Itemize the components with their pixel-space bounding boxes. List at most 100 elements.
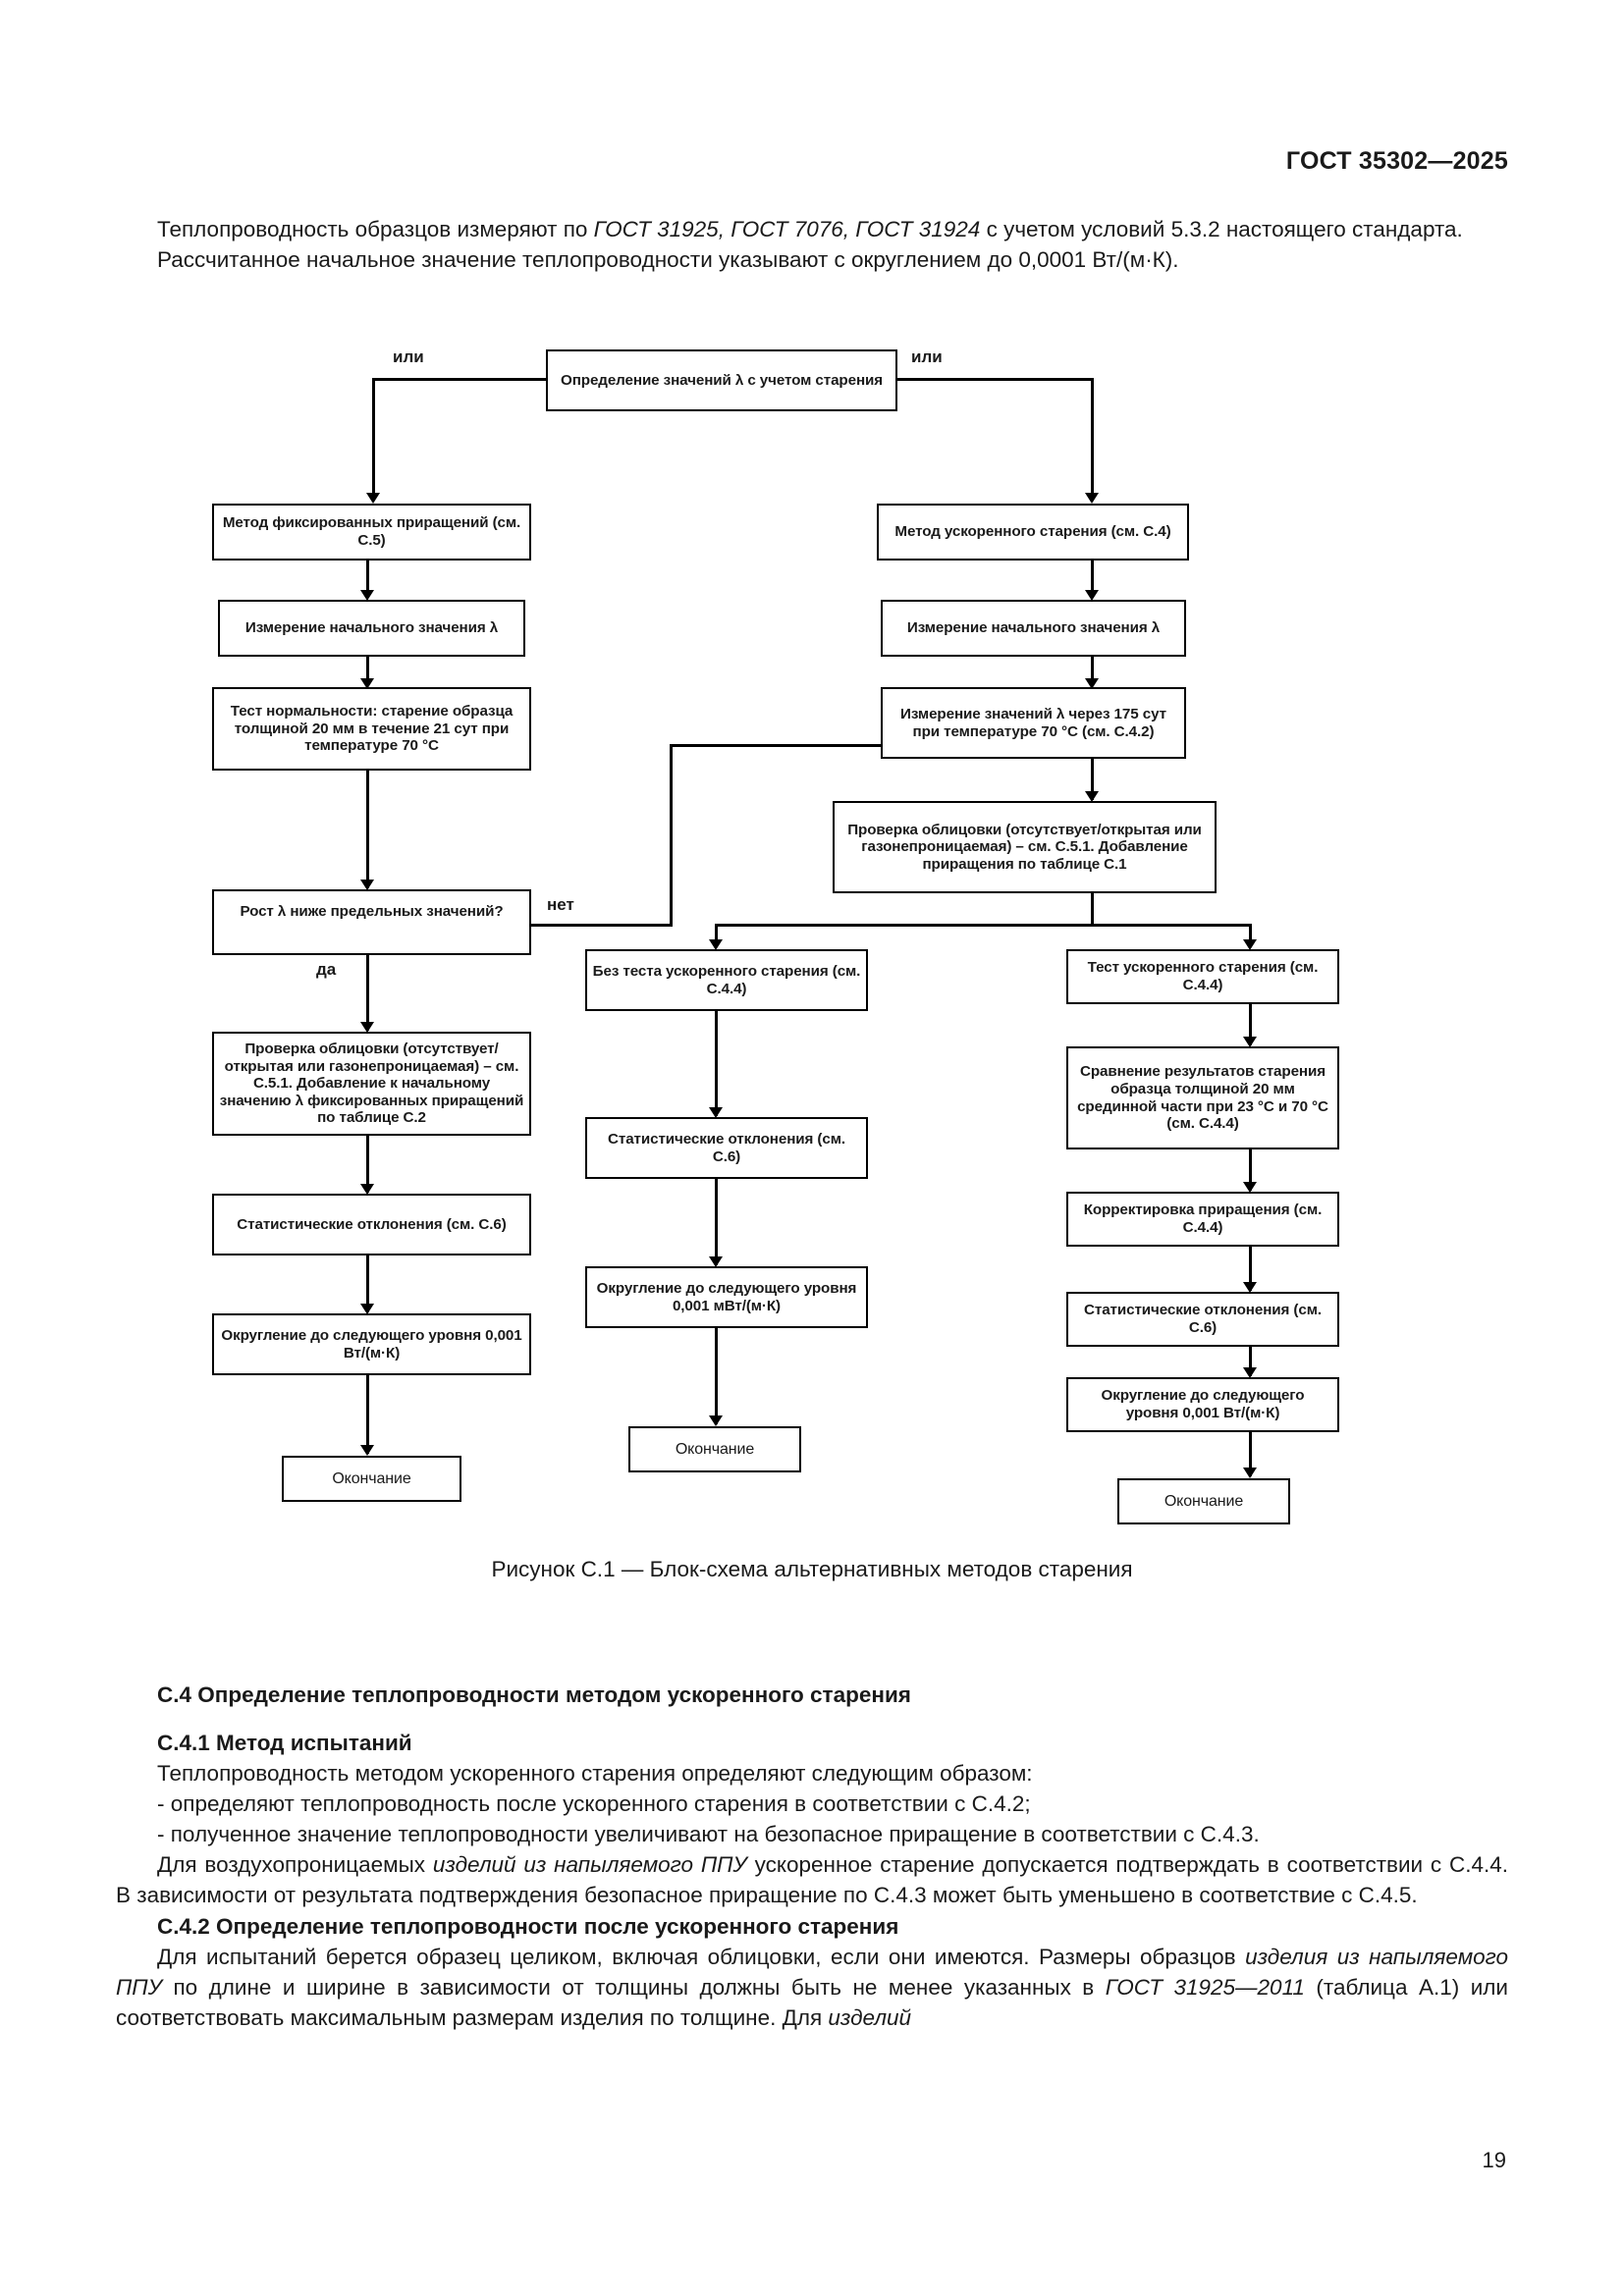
- c42-p-part-b: по длине и ширине в зависимости от толщи…: [162, 1975, 1106, 2000]
- flow-node-left-2: Измерение начального значения λ: [218, 600, 525, 657]
- arrowhead-l3-l4: [360, 880, 374, 890]
- section-c41-bullet-1: - определяют теплопроводность после уско…: [157, 1791, 1031, 1816]
- flow-node-right-2: Измерение начального значения λ: [881, 600, 1186, 657]
- flow-node-mid-end: Окончание: [628, 1426, 801, 1472]
- arrowhead-start-left: [366, 493, 380, 504]
- connector-l6-l7: [366, 1255, 369, 1312]
- arrowhead-l7-l8: [360, 1445, 374, 1456]
- page-number: 19: [1482, 2148, 1506, 2172]
- flow-node-left-7: Округление до следующего уровня 0,001 Вт…: [212, 1313, 531, 1375]
- arrowhead-l2-l3: [360, 678, 374, 689]
- arrowhead-start-right: [1085, 493, 1099, 504]
- arrowhead-r1-r2: [1085, 590, 1099, 601]
- flow-label-no: нет: [547, 895, 574, 914]
- c42-p-part-c: (таблица А.1) или соответствовать максим…: [116, 1975, 1508, 2030]
- flow-node-rr-1: Тест ускоренного старения (см. С.4.4): [1066, 949, 1339, 1004]
- connector-rr5-rr6: [1249, 1432, 1252, 1476]
- connector-m3-m4: [715, 1328, 718, 1424]
- section-c42-title: С.4.2 Определение теплопроводности после…: [157, 1914, 899, 1939]
- c42-p-italic-1: изделия из напыляемого ППУ: [116, 1945, 1508, 2000]
- intro-p1-part-b: с учетом условий 5.3.2 настоящего станда…: [980, 217, 1463, 241]
- c41-p-italic: изделий из напыляемого ППУ: [432, 1852, 747, 1877]
- connector-rr3-rr4: [1249, 1247, 1252, 1291]
- flow-node-rr-3: Корректировка приращения (см. С.4.4): [1066, 1192, 1339, 1247]
- arrowhead-rr3-rr4: [1243, 1282, 1257, 1293]
- flow-node-left-1: Метод фиксированных приращений (см. С.5): [212, 504, 531, 561]
- arrowhead-l6-l7: [360, 1304, 374, 1314]
- connector-start-right-v: [1091, 378, 1094, 501]
- connector-r1-r2: [1091, 561, 1094, 598]
- connector-l5-l6: [366, 1136, 369, 1193]
- flow-node-left-6: Статистические отклонения (см. С.6): [212, 1194, 531, 1255]
- flow-node-start: Определение значений λ с учетом старения: [546, 349, 897, 411]
- arrowhead-r2-r3: [1085, 678, 1099, 689]
- figure-caption: Рисунок С.1 — Блок-схема альтернативных …: [491, 1557, 1133, 1581]
- flow-node-rr-2: Сравнение результатов старения образца т…: [1066, 1046, 1339, 1149]
- arrowhead-m1-m2: [709, 1107, 723, 1118]
- flow-label-yes: да: [316, 960, 337, 979]
- intro-p1-part-a: Теплопроводность образцов измеряют по: [157, 217, 594, 241]
- flow-label-or-left: или: [393, 347, 424, 366]
- connector-rr4-rr5: [1249, 1347, 1252, 1376]
- arrowhead-r3-r4: [1085, 791, 1099, 802]
- connector-m2-m3: [715, 1179, 718, 1265]
- c42-p-italic-3: изделий: [828, 2005, 912, 2030]
- connector-l4-l5: [366, 955, 369, 1031]
- connector-l3-l4: [366, 771, 369, 888]
- c42-p-part-a: Для испытаний берется образец целиком, в…: [157, 1945, 1246, 1969]
- flow-node-right-3: Измерение значений λ через 175 сут при т…: [881, 687, 1186, 759]
- flow-node-right-1: Метод ускоренного старения (см. С.4): [877, 504, 1189, 561]
- flow-node-mid-1: Без теста ускоренного старения (см. С.4.…: [585, 949, 868, 1011]
- connector-start-right-h: [895, 378, 1094, 381]
- connector-start-left-h: [372, 378, 548, 381]
- flow-node-mid-2: Статистические отклонения (см. С.6): [585, 1117, 868, 1179]
- section-c42-paragraph: Для испытаний берется образец целиком, в…: [116, 1942, 1508, 2033]
- section-c4: С.4 Определение теплопроводности методом…: [116, 1680, 1508, 1710]
- arrowhead-split-mid: [709, 939, 723, 950]
- arrowhead-m3-m4: [709, 1415, 723, 1426]
- connector-r2-r3: [1091, 657, 1094, 686]
- flow-node-right-4: Проверка облицовки (отсутствует/открытая…: [833, 801, 1217, 893]
- c41-p-part-b: ускоренное старение допускается подтверж…: [116, 1852, 1509, 1907]
- arrowhead-l4-l5: [360, 1022, 374, 1033]
- connector-no-v: [670, 744, 673, 926]
- connector-no-h1: [531, 924, 673, 927]
- flow-node-left-5: Проверка облицовки (отсутствует/открытая…: [212, 1032, 531, 1136]
- intro-paragraph-2: Рассчитанное начальное значение теплопро…: [157, 247, 1179, 272]
- c42-p-italic-2: ГОСТ 31925—2011: [1105, 1975, 1305, 2000]
- flow-node-rr-5: Округление до следующего уровня 0,001 Вт…: [1066, 1377, 1339, 1432]
- connector-no-h2: [670, 744, 896, 747]
- c41-p-part-a: Для воздухопроницаемых: [157, 1852, 433, 1877]
- flow-node-rr-4: Статистические отклонения (см. С.6): [1066, 1292, 1339, 1347]
- intro-p1-refs: ГОСТ 31925, ГОСТ 7076, ГОСТ 31924: [593, 217, 981, 241]
- flow-node-rr-end: Окончание: [1117, 1478, 1290, 1524]
- connector-split-rr-v: [1249, 924, 1252, 947]
- connector-rr1-rr2: [1249, 1004, 1252, 1045]
- connector-split-mid-v: [715, 924, 718, 947]
- flow-node-mid-3: Округление до следующего уровня 0,001 мВ…: [585, 1266, 868, 1328]
- intro-paragraphs: Теплопроводность образцов измеряют по ГО…: [116, 214, 1508, 275]
- section-c41: С.4.1 Метод испытаний Теплопроводность м…: [116, 1728, 1508, 1910]
- arrowhead-m2-m3: [709, 1256, 723, 1267]
- arrowhead-rr4-rr5: [1243, 1367, 1257, 1378]
- section-c4-title: С.4 Определение теплопроводности методом…: [157, 1682, 911, 1707]
- connector-rr2-rr3: [1249, 1149, 1252, 1191]
- section-c41-title: С.4.1 Метод испытаний: [157, 1731, 412, 1755]
- connector-r4-split-v: [1091, 893, 1094, 926]
- figure-c1-flowchart: Определение значений λ с учетом старения…: [0, 334, 1624, 1600]
- arrowhead-l1-l2: [360, 590, 374, 601]
- connector-l7-l8: [366, 1375, 369, 1454]
- section-c41-lead: Теплопроводность методом ускоренного ста…: [157, 1761, 1033, 1786]
- standard-header: ГОСТ 35302—2025: [1285, 147, 1508, 175]
- flow-node-left-4-decision: Рост λ ниже предельных значений?: [212, 889, 531, 955]
- flow-label-or-right: или: [911, 347, 943, 366]
- flow-node-left-3: Тест нормальности: старение образца толщ…: [212, 687, 531, 771]
- connector-l1-l2: [366, 561, 369, 598]
- section-c41-paragraph: Для воздухопроницаемых изделий из напыля…: [116, 1849, 1508, 1910]
- section-c41-bullet-2: - полученное значение теплопроводности у…: [157, 1822, 1260, 1846]
- arrowhead-l5-l6: [360, 1184, 374, 1195]
- flow-node-left-end: Окончание: [282, 1456, 461, 1502]
- arrowhead-rr1-rr2: [1243, 1037, 1257, 1047]
- connector-l2-l3: [366, 657, 369, 686]
